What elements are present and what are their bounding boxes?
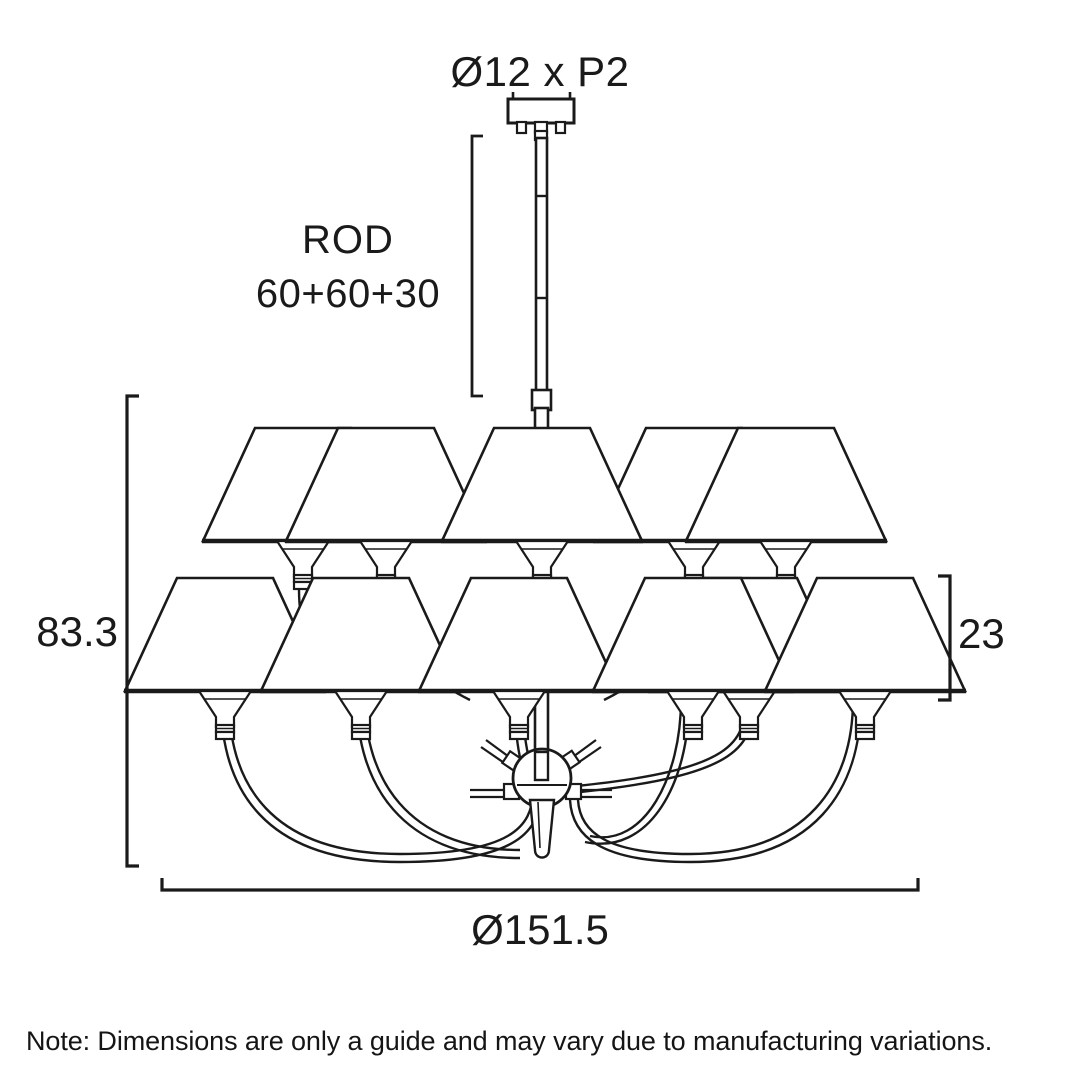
rod-lengths-label: 60+60+30 (255, 272, 441, 316)
center-hub (470, 739, 612, 859)
dimensions-note: Note: Dimensions are only a guide and ma… (26, 1026, 993, 1056)
overall-height-label: 83.3 (36, 608, 118, 655)
thread-size-label: Ø12 x P2 (450, 48, 630, 95)
upper-tier-shades (202, 428, 887, 591)
ceiling-canopy-group (506, 92, 576, 142)
overall-diameter-label: Ø151.5 (471, 906, 609, 953)
rod-label: ROD (302, 218, 394, 262)
dimension-rod-bracket (470, 134, 483, 398)
dimension-diameter-bracket (160, 878, 920, 892)
dimension-tier-bracket (938, 574, 952, 702)
tier-spacing-label: 23 (958, 610, 1005, 657)
dimension-height-bracket (125, 394, 139, 868)
